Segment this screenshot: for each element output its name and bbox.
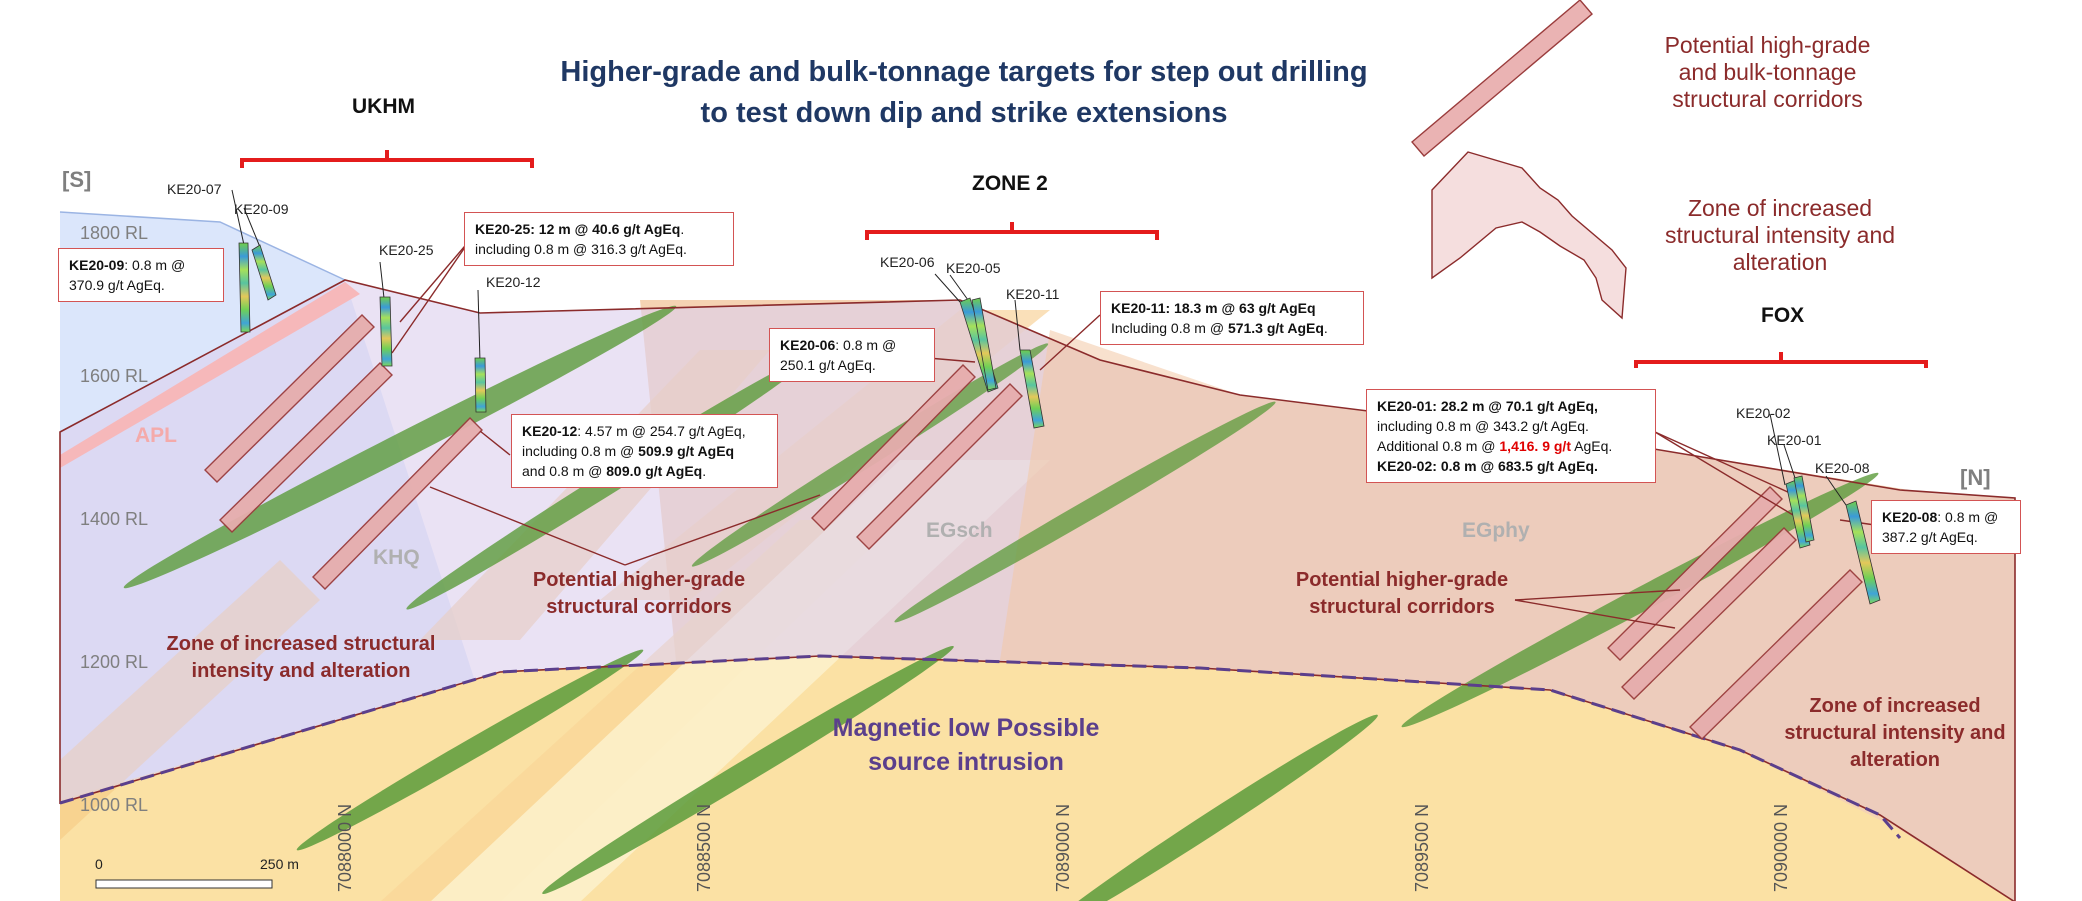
callout-ke20-08-line2: 387.2 g/t AgEq.	[1882, 529, 1978, 545]
drillhole-label-ke20-02: KE20-02	[1736, 405, 1791, 421]
drill-core-strips	[238, 242, 1881, 605]
callout-ke20-09-hole: KE20-09	[69, 257, 125, 273]
callout-ke20-08-hole: KE20-08	[1882, 509, 1938, 525]
scale-end-label: 250 m	[260, 856, 299, 872]
callout-ke20-12-hole: KE20-12	[522, 423, 578, 439]
callout-ke20-11: KE20-11: 18.3 m @ 63 g/t AgEq Including …	[1100, 291, 1364, 345]
callout-ke20-01: KE20-01: 28.2 m @ 70.1 g/t AgEq, includi…	[1366, 389, 1656, 483]
callout-ke20-25: KE20-25: 12 m @ 40.6 g/t AgEq. including…	[464, 212, 734, 266]
apl-band	[60, 282, 360, 468]
legend-zone-symbol	[1431, 151, 1627, 320]
callout-ke20-06-line2: 250.1 g/t AgEq.	[780, 357, 876, 373]
annotation-zone-left: Zone of increased structural intensity a…	[166, 633, 436, 682]
annotation-zone-right: Zone of increased structural intensity a…	[1784, 695, 2006, 771]
northing-7088000: 7088000 N	[335, 803, 355, 892]
callout-ke20-09: KE20-09: 0.8 m @ 370.9 g/t AgEq.	[58, 248, 224, 302]
annotation-corridors-right: Potential higher-grade structural corrid…	[1295, 569, 1509, 618]
zone-brackets	[240, 150, 1928, 368]
topography-surface	[59, 211, 346, 281]
legend-corridor-label: Potential high-grade and bulk-tonnage st…	[1664, 32, 1871, 112]
callout-ke20-08-line1: : 0.8 m @	[1937, 509, 1999, 525]
callout-ke20-11-hole: KE20-11	[1111, 300, 1166, 316]
intrusion-outline	[59, 654, 1902, 839]
callout-ke20-11-line2c: .	[1323, 320, 1328, 336]
drillhole-label-ke20-01: KE20-01	[1767, 432, 1822, 448]
green-lens-3	[691, 343, 1049, 567]
south-marker: [S]	[62, 167, 92, 192]
drillhole-label-ke20-06: KE20-06	[880, 254, 935, 270]
callout-ke20-25-line1: KE20-25: 12 m @ 40.6 g/t AgEq	[475, 221, 681, 237]
callout-ke20-06-hole: KE20-06	[780, 337, 836, 353]
scale-bar	[95, 879, 273, 889]
callout-ke20-12-line2b: 509.9 g/t AgEq	[638, 443, 735, 459]
figure-title: Higher-grade and bulk-tonnage targets fo…	[0, 52, 1928, 134]
unit-label-egphy: EGphy	[1462, 519, 1530, 542]
title-line-1: Higher-grade and bulk-tonnage targets fo…	[560, 56, 1368, 88]
rl-label-1000: 1000 RL	[80, 795, 149, 815]
legend-corridor-symbol	[1411, 0, 1593, 157]
drillhole-label-ke20-05: KE20-05	[946, 260, 1001, 276]
northing-7089500: 7089500 N	[1412, 803, 1432, 892]
green-lens-7	[542, 646, 954, 894]
drillhole-label-ke20-08: KE20-08	[1815, 460, 1870, 476]
drillhole-label-ke20-07: KE20-07	[167, 181, 222, 197]
callout-ke20-06: KE20-06: 0.8 m @ 250.1 g/t AgEq.	[769, 328, 935, 382]
drillhole-label-ke20-25: KE20-25	[379, 242, 434, 258]
unit-label-khq: KHQ	[373, 546, 420, 569]
callout-ke20-11-line1: : 18.3 m @ 63 g/t AgEq	[1165, 300, 1316, 316]
callout-ke20-01-line1: : 28.2 m @ 70.1 g/t AgEq,	[1432, 398, 1598, 414]
callout-ke20-02-line: : 0.8 m @ 683.5 g/t AgEq.	[1432, 458, 1598, 474]
callout-ke20-12-line2a: including 0.8 m @	[522, 443, 639, 459]
zone-label-zone2: ZONE 2	[972, 172, 1048, 195]
annotation-magnetic-low: Magnetic low Possible source intrusion	[832, 714, 1100, 776]
callout-ke20-08: KE20-08: 0.8 m @ 387.2 g/t AgEq.	[1871, 500, 2021, 554]
unit-label-egsch: EGsch	[926, 519, 993, 542]
leader-lines	[391, 239, 1876, 629]
callout-ke20-01-line3a: Additional 0.8 m @	[1377, 438, 1500, 454]
rl-label-1800: 1800 RL	[80, 223, 149, 243]
north-marker: [N]	[1960, 465, 1991, 490]
rl-label-1200: 1200 RL	[80, 652, 149, 672]
scale-start-label: 0	[95, 856, 103, 872]
drillhole-label-ke20-09: KE20-09	[234, 201, 289, 217]
callout-ke20-09-line2: 370.9 g/t AgEq.	[69, 277, 165, 293]
rl-label-1400: 1400 RL	[80, 509, 149, 529]
callout-ke20-01-line3b: 1,416. 9 g/t	[1499, 438, 1571, 454]
callout-ke20-01-line3c: AgEq.	[1570, 438, 1613, 454]
green-lens-6	[296, 649, 644, 851]
green-lens-5	[1401, 472, 1879, 728]
callout-ke20-12: KE20-12: 4.57 m @ 254.7 g/t AgEq, includ…	[511, 414, 778, 488]
callout-ke20-09-line1: : 0.8 m @	[124, 257, 186, 273]
annotation-corridors-center: Potential higher-grade structural corrid…	[532, 569, 746, 618]
callout-ke20-12-line1: : 4.57 m @ 254.7 g/t AgEq,	[577, 423, 746, 439]
callout-ke20-25-line2: including 0.8 m @ 316.3 g/t AgEq.	[475, 241, 687, 257]
green-lens-4	[894, 401, 1276, 623]
callout-ke20-01-hole: KE20-01	[1377, 398, 1433, 414]
callout-ke20-12-line3b: 809.0 g/t AgEq	[606, 463, 703, 479]
drillholes	[231, 189, 1847, 506]
drillhole-label-ke20-11: KE20-11	[1006, 286, 1060, 302]
title-line-2: to test down dip and strike extensions	[700, 97, 1228, 129]
callout-ke20-01-line2: including 0.8 m @ 343.2 g/t AgEq.	[1377, 418, 1589, 434]
callout-ke20-12-line3c: .	[702, 463, 707, 479]
northing-7090000: 7090000 N	[1771, 803, 1791, 892]
northing-7089000: 7089000 N	[1053, 803, 1073, 892]
callout-ke20-11-line2b: 571.3 g/t AgEq	[1227, 320, 1324, 336]
rl-label-1600: 1600 RL	[80, 366, 149, 386]
legend-zone-label: Zone of increased structural intensity a…	[1664, 195, 1896, 275]
callout-ke20-06-line1: : 0.8 m @	[835, 337, 897, 353]
callout-ke20-25-line1-end: .	[680, 221, 685, 237]
unit-label-apl: APL	[135, 424, 177, 447]
callout-ke20-02-hole: KE20-02	[1377, 458, 1433, 474]
zone-label-fox: FOX	[1761, 304, 1805, 327]
green-lens-1	[123, 305, 677, 589]
green-lens-8	[1042, 714, 1378, 901]
callout-ke20-12-line3a: and 0.8 m @	[522, 463, 607, 479]
zone-label-ukhm: UKHM	[352, 95, 415, 118]
callout-ke20-11-line2a: Including 0.8 m @	[1111, 320, 1228, 336]
structural-corridors	[204, 314, 1863, 740]
drillhole-label-ke20-12: KE20-12	[486, 274, 541, 290]
northing-7088500: 7088500 N	[694, 803, 714, 892]
